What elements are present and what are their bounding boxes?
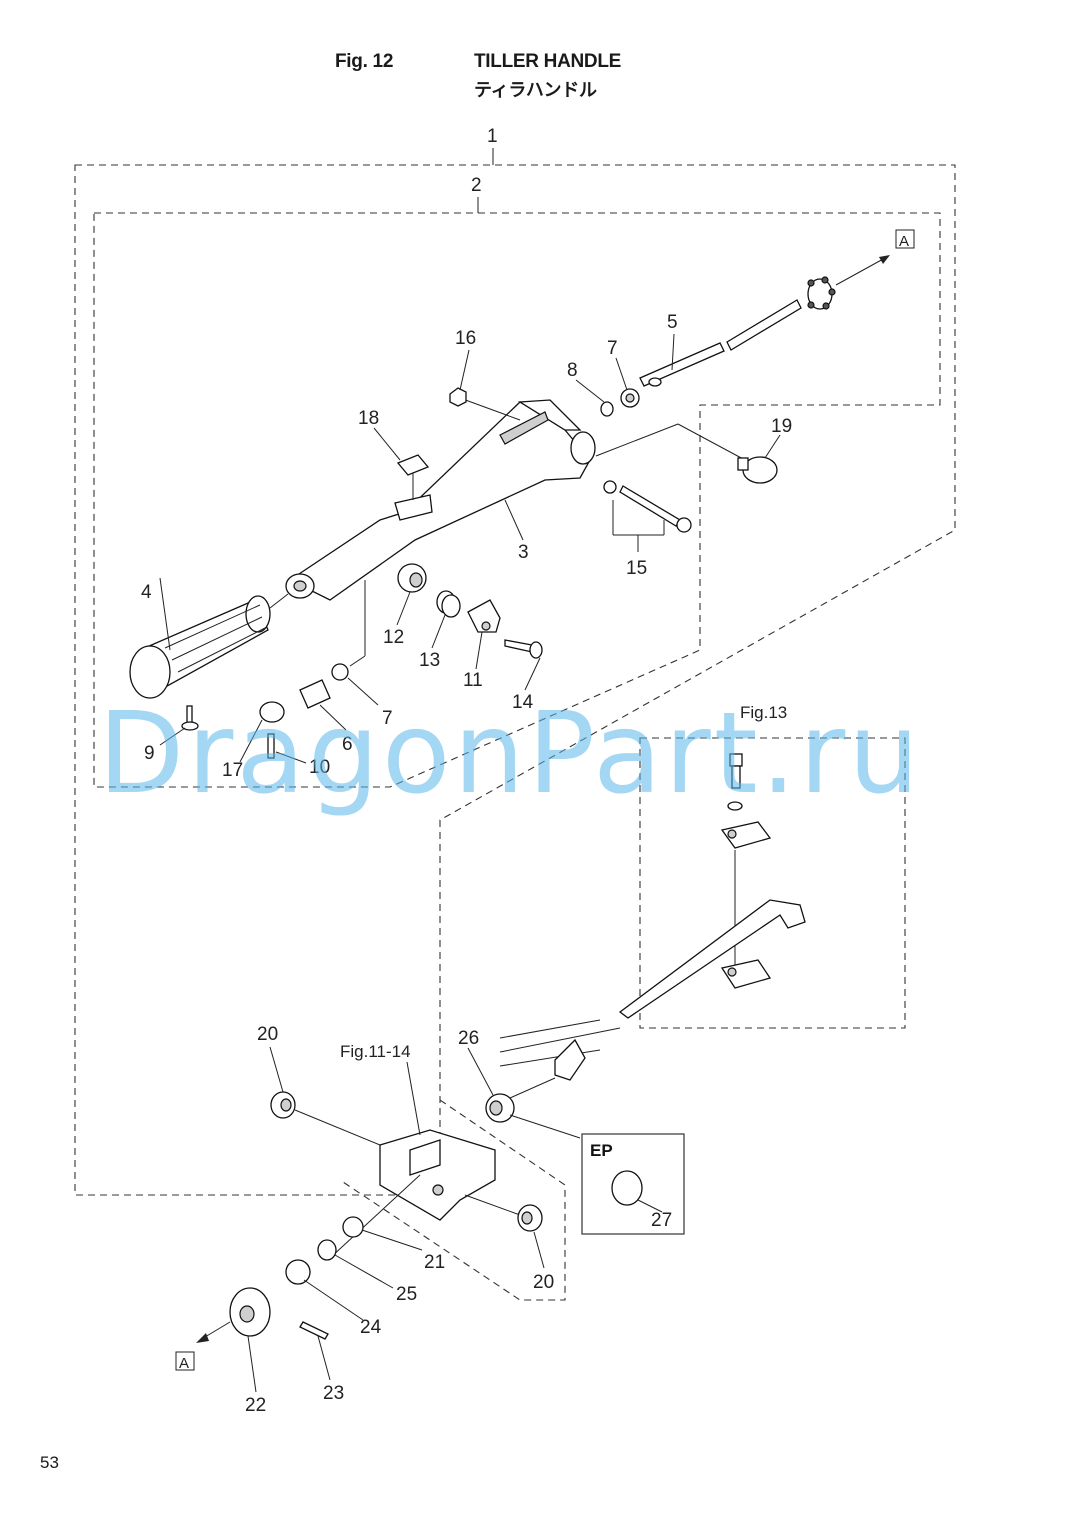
plug-27: [611, 1170, 643, 1206]
callout-10: 10: [309, 757, 330, 778]
callout-13: 13: [419, 650, 440, 671]
friction-12: [397, 563, 427, 593]
callout-14: 14: [512, 692, 534, 713]
callout-25: 25: [396, 1284, 417, 1305]
callout-12: 12: [383, 627, 404, 648]
callout-22: 22: [245, 1395, 266, 1416]
ref-a-top-box: [895, 229, 915, 249]
page-number: 53: [40, 1453, 59, 1472]
bushing-7-top: [620, 388, 640, 408]
callout-19: 19: [771, 416, 792, 437]
callout-20-right: 20: [533, 1272, 554, 1293]
bushing-21: [342, 1216, 364, 1238]
grommet-26: [485, 1093, 515, 1123]
callout-3: 3: [518, 542, 529, 563]
throttle-linkage: [618, 753, 806, 1019]
bushing-20-left: [270, 1091, 296, 1119]
bolt-15: [603, 480, 692, 533]
bolt-14: [504, 639, 543, 659]
bushing-7-mid: [331, 663, 349, 681]
ref-a-top: A: [899, 233, 909, 250]
callout-4: 4: [141, 582, 152, 603]
ref-a-bottom: A: [179, 1355, 189, 1372]
callout-20-left: 20: [257, 1024, 278, 1045]
nut-16: [449, 387, 467, 407]
callout-2: 2: [471, 175, 482, 196]
washer-8: [600, 401, 614, 417]
callout-5: 5: [667, 312, 678, 333]
assembly-1-boundary: [74, 164, 956, 1196]
callout-15: 15: [626, 558, 647, 579]
shift-shaft: [639, 255, 890, 387]
page-title-japanese: ティラハンドル: [474, 80, 597, 101]
cap-19: [737, 456, 778, 484]
callout-18: 18: [358, 408, 379, 429]
callout-23: 23: [323, 1383, 344, 1404]
screw-9: [181, 705, 199, 731]
collar-24: [285, 1259, 311, 1285]
page-title: TILLER HANDLE: [474, 51, 622, 72]
callout-11: 11: [463, 670, 483, 691]
bracket-11: [467, 599, 501, 633]
tiller-body: [285, 399, 596, 601]
bushing-20-right: [517, 1204, 543, 1232]
assembly-2-boundary: [93, 212, 941, 788]
washer-25: [317, 1239, 337, 1261]
figure-label: Fig. 12: [335, 51, 394, 72]
callout-1: 1: [487, 126, 498, 147]
lower-assembly-boundary: [339, 1099, 566, 1301]
ep-label: EP: [590, 1141, 613, 1160]
callout-27: 27: [651, 1210, 672, 1231]
callout-16: 16: [455, 328, 476, 349]
ref-fig13[interactable]: Fig.13: [740, 703, 787, 722]
callout-7-top: 7: [607, 338, 618, 359]
callout-6: 6: [342, 734, 353, 755]
callout-24: 24: [360, 1317, 382, 1338]
ref-a-bottom-box: [175, 1351, 195, 1371]
callout-9: 9: [144, 743, 155, 764]
callout-8: 8: [567, 360, 578, 381]
spring-13: [436, 590, 461, 618]
callout-7-mid: 7: [382, 708, 393, 729]
pin-23: [299, 1321, 329, 1340]
collar-17: [259, 701, 285, 759]
watermark: DragonPart.ru: [98, 689, 922, 819]
callout-26: 26: [458, 1028, 479, 1049]
ref-fig11-14[interactable]: Fig.11-14: [340, 1042, 411, 1061]
sleeve-6: [299, 679, 331, 709]
gear-22: [229, 1287, 271, 1337]
grip: [129, 595, 271, 699]
pad-18: [396, 454, 430, 476]
fig13-boundary: [639, 737, 906, 1029]
callout-21: 21: [424, 1252, 445, 1273]
bracket: [379, 1129, 496, 1221]
callout-17: 17: [222, 760, 243, 781]
